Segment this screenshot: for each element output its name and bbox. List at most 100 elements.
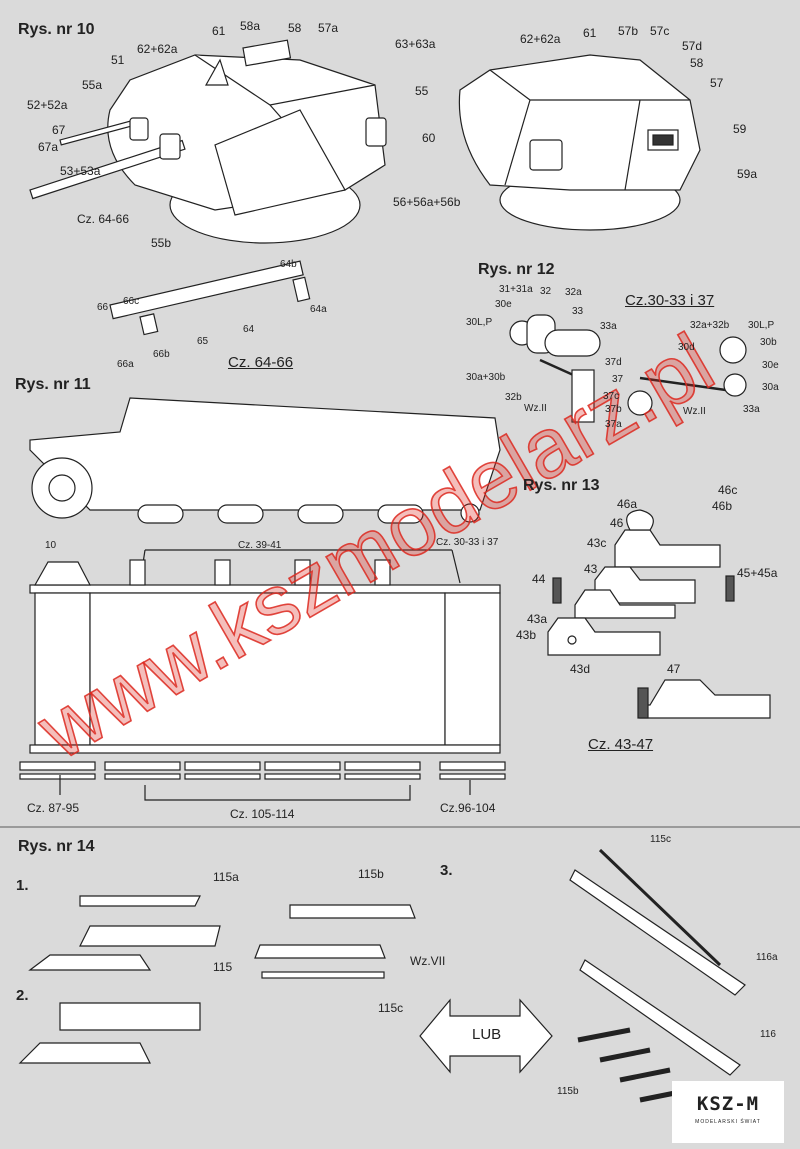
part-label: 37d — [605, 357, 622, 368]
part-label: 64 — [243, 324, 255, 335]
part-label: 46c — [718, 483, 738, 497]
barrel-caption: Cz. 64-66 — [228, 354, 294, 371]
turret-rear-view — [458, 54, 701, 231]
turret-front-view — [29, 39, 387, 244]
part-label: 46b — [712, 499, 733, 513]
part-label: 62+62a — [137, 42, 178, 56]
fig10-title: Rys. nr 10 — [18, 21, 95, 38]
part-label: 64b — [280, 259, 297, 270]
hull-side-view — [29, 397, 501, 524]
part-label: 43d — [570, 662, 591, 676]
part-label: 30b — [760, 337, 777, 348]
part-label: 65 — [197, 336, 209, 347]
hull-top-view — [19, 549, 506, 801]
part-label: Cz.96-104 — [440, 801, 496, 815]
part-label: 58 — [288, 21, 302, 35]
part-label: Wz.II — [683, 406, 706, 417]
part-label: 30d — [678, 342, 695, 353]
part-label: 57a — [318, 21, 339, 35]
part-label: 60 — [422, 131, 436, 145]
logo-name: KSZ-M — [696, 1093, 760, 1115]
part-label: 51 — [111, 53, 125, 67]
part-label: 43 — [584, 562, 598, 576]
part-label: Wz.VII — [410, 954, 446, 968]
step-number: 2. — [16, 987, 29, 1004]
or-label: LUB — [472, 1026, 502, 1043]
part-label: 57c — [650, 24, 670, 38]
part-label: 45+45a — [737, 566, 778, 580]
part-label: 57b — [618, 24, 639, 38]
part-label: 115c — [650, 834, 671, 845]
part-label: 58a — [240, 19, 261, 33]
part-label: 43a — [527, 612, 548, 626]
part-label: 115a — [213, 870, 239, 884]
part-label: 59a — [737, 167, 758, 181]
part-label: 52+52a — [27, 98, 68, 112]
track-links — [18, 848, 746, 1103]
part-label: 55 — [415, 84, 429, 98]
part-label: 37a — [605, 419, 622, 430]
fig13-caption: Cz. 43-47 — [588, 736, 654, 753]
part-label: 43b — [516, 628, 537, 642]
part-label: 30L,P — [466, 317, 493, 328]
part-label: 33a — [743, 404, 760, 415]
part-label: 37 — [612, 374, 624, 385]
part-label: 67 — [52, 123, 66, 137]
part-label: Cz. 30-33 i 37 — [436, 537, 499, 548]
part-label: 55b — [151, 236, 172, 250]
step-number: 3. — [440, 862, 453, 879]
part-label: Cz. 87-95 — [27, 801, 80, 815]
part-label: 57 — [710, 76, 724, 90]
part-label: 115c — [378, 1001, 404, 1015]
part-label: 32a — [565, 287, 582, 298]
part-label: 115b — [358, 867, 384, 881]
part-label: 115 — [213, 960, 233, 974]
part-label: Cz. 105-114 — [230, 807, 295, 821]
section-divider — [0, 826, 800, 828]
part-label: 62+62a — [520, 32, 561, 46]
part-label: Cz. 64-66 — [77, 212, 130, 226]
part-label: 66b — [153, 349, 170, 360]
part-label: 32a+32b — [690, 320, 730, 331]
part-label: 30a — [762, 382, 779, 393]
gun-barrel — [109, 260, 311, 336]
fig14-title: Rys. nr 14 — [18, 838, 95, 855]
fig12-caption: Cz.30-33 i 37 — [625, 292, 715, 309]
part-label: 10 — [45, 540, 57, 551]
part-label: 33a — [600, 321, 617, 332]
part-label: 116a — [756, 952, 778, 963]
part-label: 44 — [532, 572, 546, 586]
part-label: 58 — [690, 56, 704, 70]
part-label: 32b — [505, 392, 522, 403]
part-label: 37b — [605, 404, 622, 415]
part-label: 116 — [760, 1029, 776, 1040]
part-label: 37c — [603, 391, 620, 402]
part-label: 46a — [617, 497, 638, 511]
part-label: 30e — [762, 360, 779, 371]
part-label: 56+56a+56b — [393, 195, 461, 209]
double-arrow — [419, 998, 553, 1074]
track-wheels — [19, 761, 506, 780]
part-label: 55a — [82, 78, 103, 92]
step-number: 1. — [16, 877, 29, 894]
part-label: 61 — [212, 24, 226, 38]
part-label: 46 — [610, 516, 624, 530]
part-label: 53+53a — [60, 164, 101, 178]
fighting-compartment-parts — [547, 509, 771, 719]
logo-tagline: MODELARSKI ŚWIAT — [695, 1119, 761, 1125]
part-label: 57d — [682, 39, 703, 53]
part-label: 47 — [667, 662, 681, 676]
part-label: 59 — [733, 122, 747, 136]
part-label: 66c — [123, 296, 140, 307]
ksz-m-logo: KSZ-M MODELARSKI ŚWIAT — [672, 1081, 784, 1143]
part-label: 66a — [117, 359, 134, 370]
part-label: 30e — [495, 299, 512, 310]
part-label: 63+63a — [395, 37, 436, 51]
fig11-title: Rys. nr 11 — [15, 376, 91, 393]
part-label: 30a+30b — [466, 372, 506, 383]
part-label: 64a — [310, 304, 327, 315]
fig12-title: Rys. nr 12 — [478, 261, 555, 278]
part-label: 61 — [583, 26, 597, 40]
part-label: 43c — [587, 536, 607, 550]
